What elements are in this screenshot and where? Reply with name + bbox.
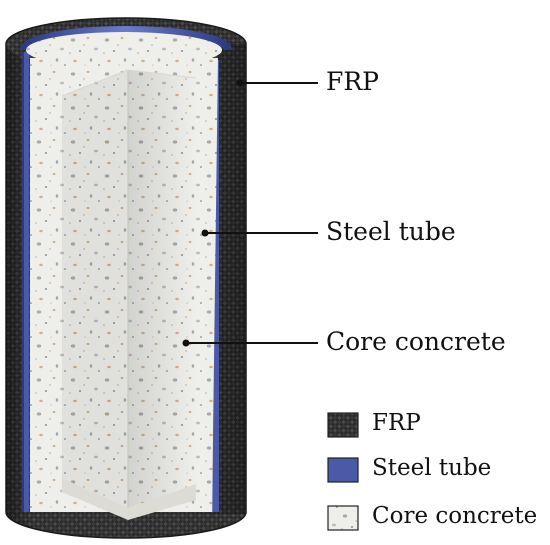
frp-label: FRP [326, 67, 379, 96]
steel-tube-label: Steel tube [326, 217, 456, 246]
legend-label-steel-tube: Steel tube [372, 455, 492, 481]
steel-swatch [327, 457, 359, 483]
legend-swatches [327, 412, 359, 531]
column-outline [5, 17, 247, 539]
leader-lines [182, 79, 318, 347]
frp-leader-dot [236, 79, 244, 87]
concrete-swatch [327, 505, 359, 531]
core-concrete [30, 58, 218, 520]
legend-label-frp: FRP [372, 410, 421, 436]
steel-tube-leader-dot [201, 229, 209, 237]
carbon-weave-swatch [327, 412, 359, 438]
core-concrete-label: Core concrete [326, 327, 506, 356]
core-concrete-leader-dot [182, 339, 190, 347]
legend-label-core-concrete: Core concrete [372, 503, 538, 529]
